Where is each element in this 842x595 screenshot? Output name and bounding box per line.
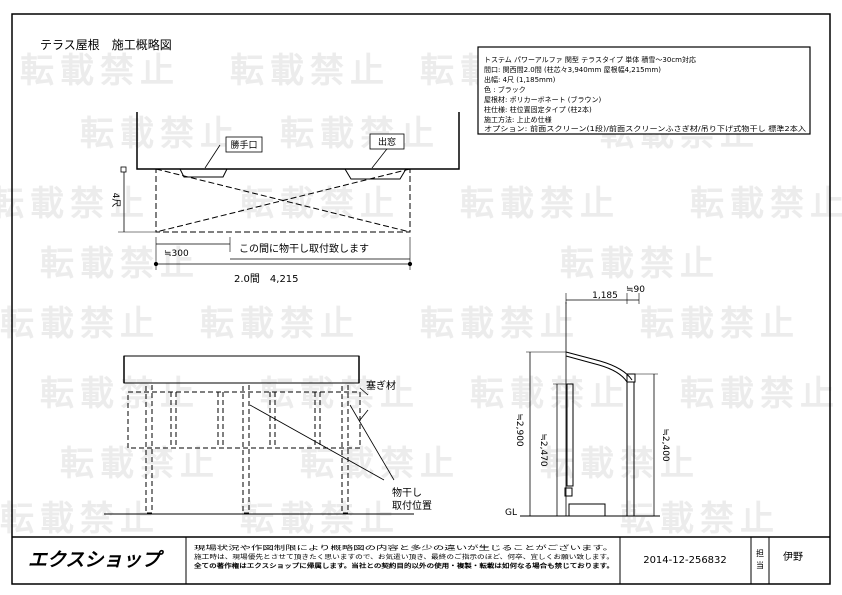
step-block <box>568 503 606 517</box>
house-wall <box>136 112 460 170</box>
footer-copyright: 全ての著作権はエクスショップに帰属します。当社との契約目的以外の使用・複製・転載… <box>193 562 614 570</box>
watermark: 転載禁止 <box>40 374 200 414</box>
tantou-label: 当 <box>756 560 764 570</box>
watermark: 転載禁止 <box>280 114 440 154</box>
roof-cross <box>155 168 411 233</box>
spec-box-frame <box>477 46 811 135</box>
window-label-box <box>369 133 405 150</box>
ground-label: GL <box>505 508 517 518</box>
company-logo: エクスショップ <box>28 549 164 571</box>
spec-line: 柱仕様: 柱位置固定タイプ (柱2本) <box>484 105 592 114</box>
door-label-box <box>225 136 263 153</box>
dryer-pos-label: 取付位置 <box>392 499 432 512</box>
footer-note: 現場状況や作図制限により概略図の内容と多少の違いが生じることがございます。 <box>194 544 614 552</box>
window-label: 出窓 <box>378 136 396 148</box>
tantou-label: 担 <box>756 548 764 558</box>
watermark: 転載禁止 <box>470 374 630 414</box>
spec-line: 色 : ブラック <box>484 85 526 94</box>
depth-label: 4尺 <box>110 193 121 208</box>
side-view <box>520 293 660 517</box>
roof-outline <box>155 168 411 233</box>
front-center-mullion <box>242 382 250 514</box>
person-name: 伊野 <box>783 551 803 563</box>
watermark: 転載禁止 <box>200 304 360 344</box>
watermark: 転載禁止 <box>80 114 240 154</box>
closer-label: 塞ぎ材 <box>366 379 396 392</box>
watermark: 転載禁止 <box>230 51 390 91</box>
watermark: 転載禁止 <box>60 444 220 484</box>
roof-profile-inner <box>565 355 628 383</box>
front-post-left <box>145 382 153 514</box>
sheet-border <box>11 13 831 585</box>
wall-bracket <box>564 487 573 497</box>
watermark: 転載禁止 <box>0 499 160 539</box>
mid-height-label: ≒2,470 <box>538 433 548 467</box>
plan-view <box>118 112 460 270</box>
spec-line: 屋根材: ポリカーボネート (ブラウン) <box>484 95 602 104</box>
dryer-leader <box>249 404 385 481</box>
door-step <box>179 168 228 178</box>
watermark: 転載禁止 <box>240 184 400 224</box>
door-leader <box>204 144 221 169</box>
roof-profile <box>565 351 633 381</box>
watermark: 転載禁止 <box>680 374 840 414</box>
side-screen <box>566 383 574 487</box>
dryer-note: この間に物干し取付致します <box>239 242 369 255</box>
dryer-leader <box>349 404 395 481</box>
watermark: 転載禁止 <box>0 304 160 344</box>
front-view <box>104 355 414 515</box>
watermark: 転載禁止 <box>420 304 580 344</box>
dim-tick <box>120 166 127 173</box>
dim-dot <box>407 261 413 267</box>
spec-line: 間口: 関西間2.0間 (柱芯々3,940mm 屋根幅4,215mm) <box>484 65 661 74</box>
watermark: 転載禁止 <box>640 304 800 344</box>
side-depth-label: 1,185 <box>592 291 618 301</box>
total-height-label: ≒2,900 <box>514 413 524 447</box>
watermark: 転載禁止 <box>540 444 700 484</box>
spec-box: トステム パワーアルファ 関型 テラスタイプ 単体 積雪～30cm対応 間口: … <box>477 46 811 135</box>
watermark-layer: 転載禁止 転載禁止 転載禁止 転載禁止 転載禁止 転載禁止 転載禁止 転載禁止 … <box>0 51 842 539</box>
width-label: 2.0間 4,215 <box>234 273 299 285</box>
watermark: 転載禁止 <box>460 184 620 224</box>
front-height-label: ≒2,400 <box>660 428 670 462</box>
watermark: 転載禁止 <box>20 51 180 91</box>
watermark: 転載禁止 <box>0 184 150 224</box>
bay-window <box>344 168 407 180</box>
footer <box>12 536 830 584</box>
spec-line: 施工方法: 上止め仕様 <box>484 115 552 124</box>
watermark: 転載禁止 <box>240 499 400 539</box>
offset-label: ≒300 <box>164 249 189 259</box>
watermark: 転載禁止 <box>560 244 720 284</box>
spec-line: トステム パワーアルファ 関型 テラスタイプ 単体 積雪～30cm対応 <box>484 55 696 64</box>
watermark: 転載禁止 <box>260 374 420 414</box>
doc-number: 2014-12-256832 <box>643 555 727 566</box>
drawing-title: テラス屋根 施工概略図 <box>40 37 172 52</box>
dryer-pos-label: 物干し <box>392 486 422 499</box>
watermark: 転載禁止 <box>690 184 842 224</box>
dim-dot <box>153 261 159 267</box>
spec-line: オプション: 前面スクリーン(1段)/前面スクリーンふさぎ材/吊り下げ式物干し … <box>484 124 806 133</box>
watermark: 転載禁止 <box>620 499 780 539</box>
eave-label: ≒90 <box>626 285 645 295</box>
closer-leader <box>359 409 369 421</box>
door-label: 勝手口 <box>230 139 257 151</box>
footer-note: 施工時は、現場優先とさせて頂きたく思いますので、お気遣い頂き、最終のご指示のほど… <box>194 553 614 561</box>
front-post-right <box>341 382 349 514</box>
closer-leader <box>359 387 369 396</box>
spec-line: 出幅: 4尺 (1,185mm) <box>484 75 556 84</box>
